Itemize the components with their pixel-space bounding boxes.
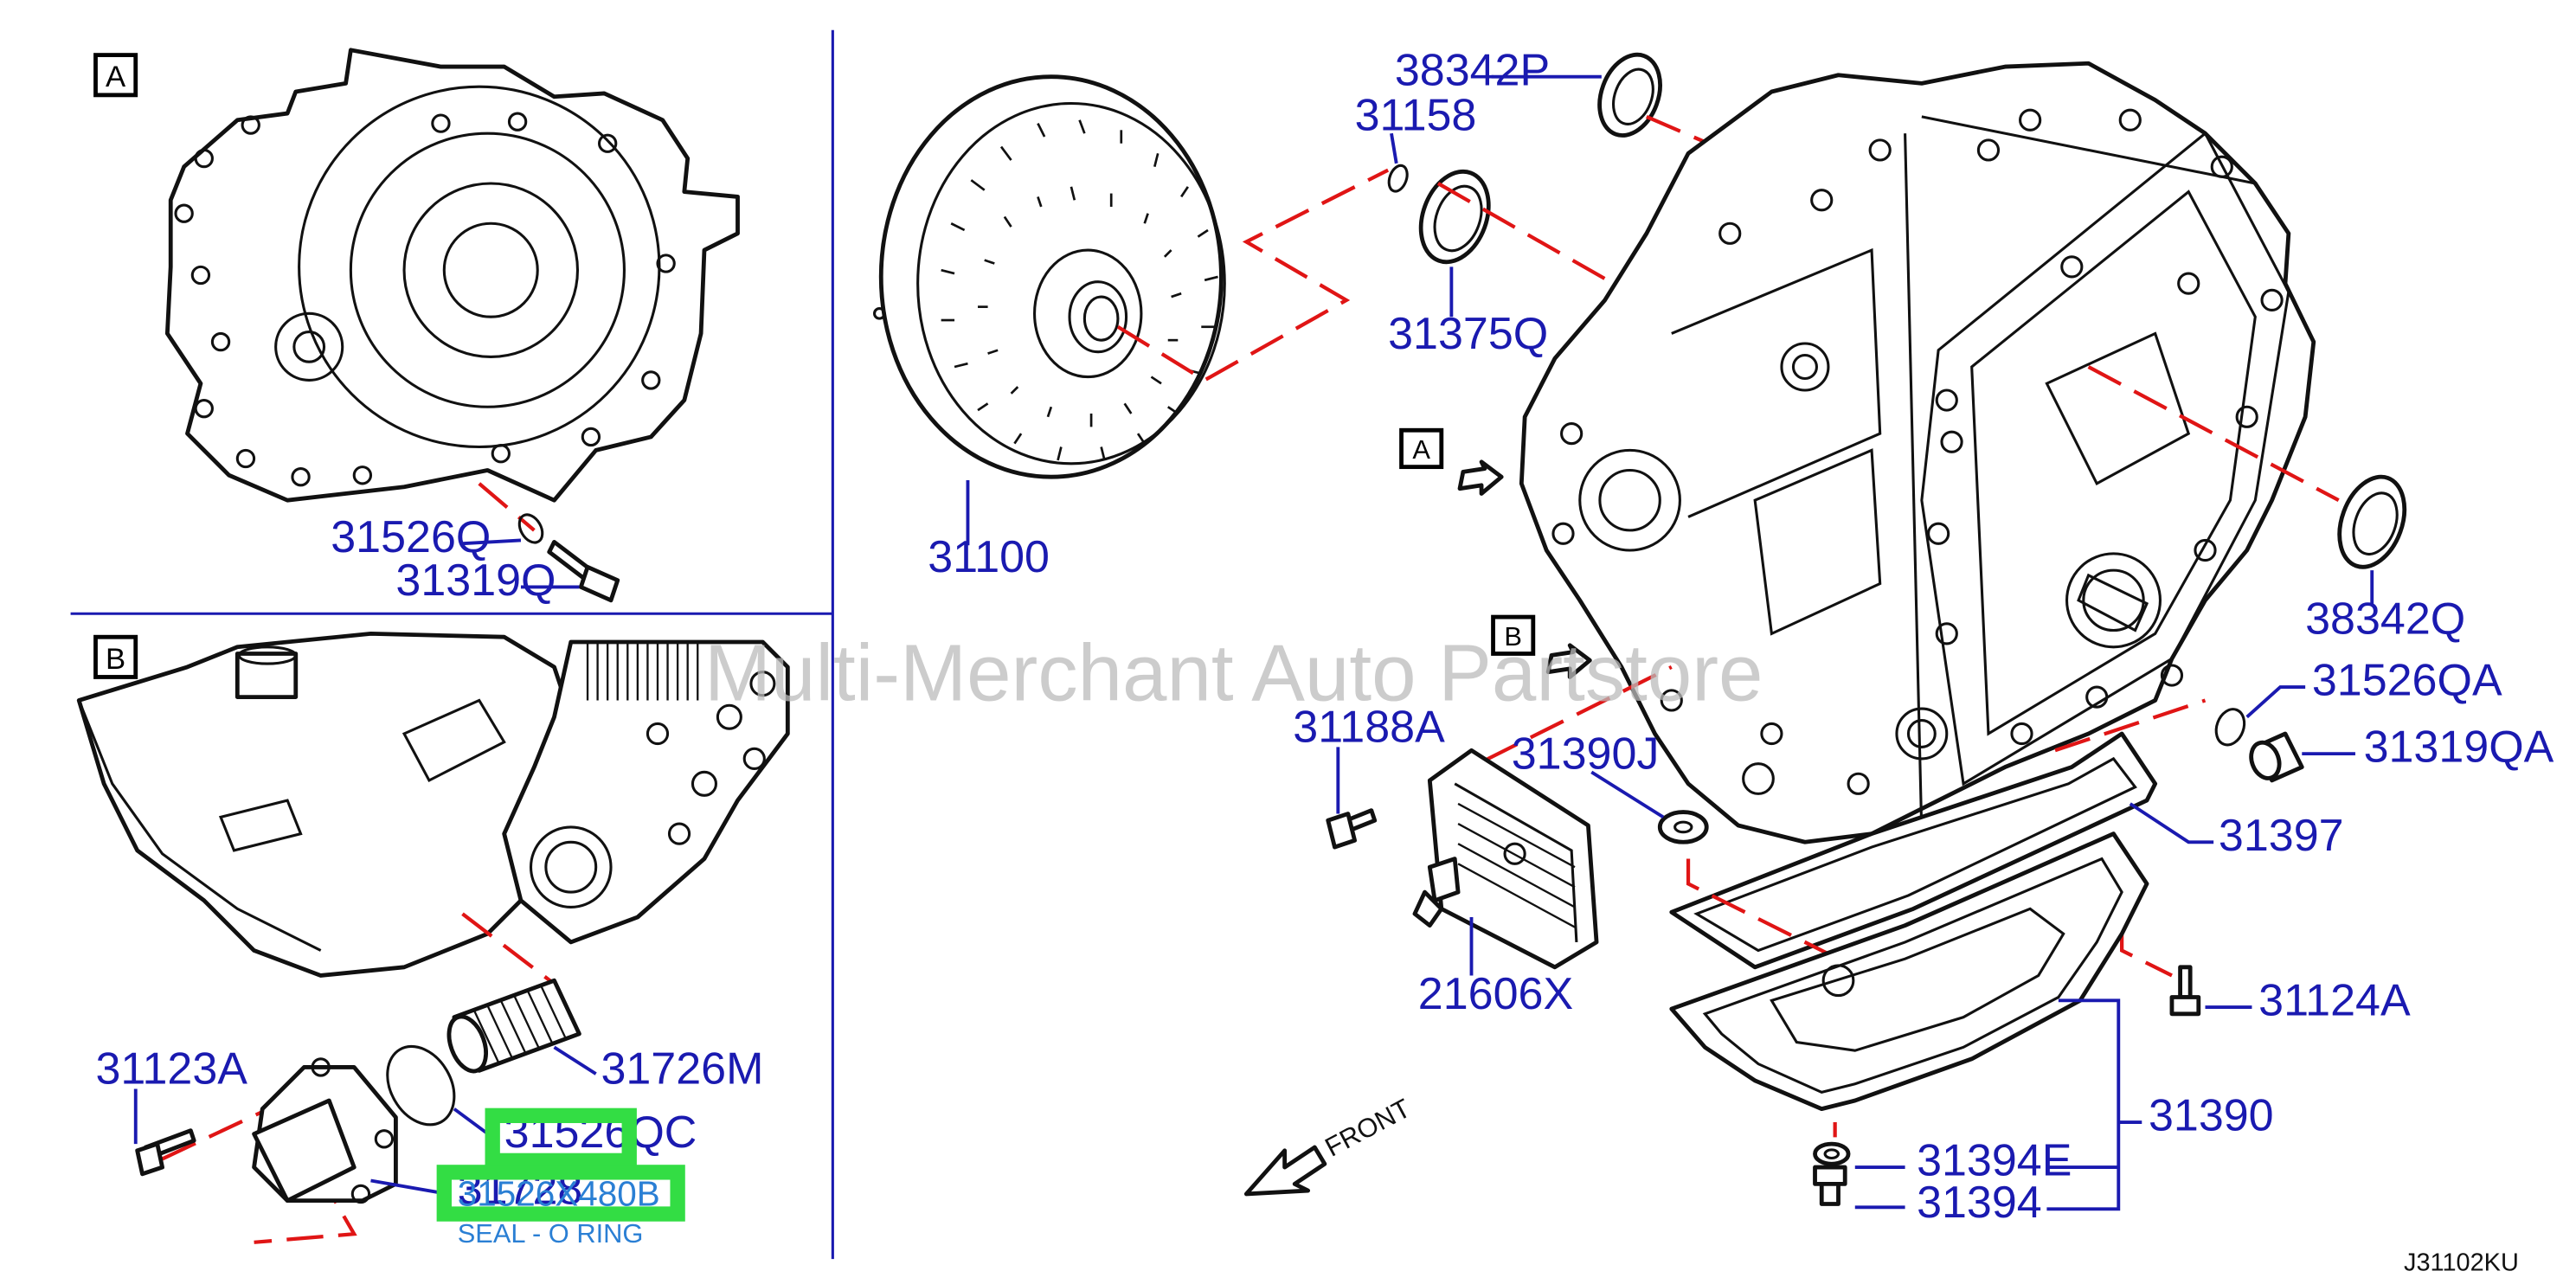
oil-cooler-21606x bbox=[1412, 748, 1599, 970]
oil-seal-31375q bbox=[1418, 169, 1491, 265]
highlight-box-31526qc bbox=[485, 1107, 637, 1169]
torque-converter-31100 bbox=[872, 74, 1226, 479]
guide-line-pan-left bbox=[1686, 858, 1890, 985]
guide-line-view-b-filter bbox=[461, 912, 556, 985]
callout-31124a: 31124A bbox=[2258, 976, 2411, 1026]
guide-line-38342q bbox=[2087, 365, 2340, 503]
view-b-arrow-icon bbox=[1545, 643, 1592, 679]
highlight-box-part-number bbox=[436, 1165, 685, 1222]
front-label: FRONT bbox=[1320, 1093, 1415, 1163]
bolt-31319q bbox=[547, 539, 620, 603]
callout-31526qa: 31526QA bbox=[2312, 656, 2502, 706]
guide-line-cooler bbox=[1437, 665, 1673, 786]
bolt-31123a bbox=[135, 1128, 196, 1177]
guide-line-31526qa bbox=[2054, 698, 2207, 753]
view-a-label: A bbox=[106, 61, 126, 93]
callout-31394: 31394 bbox=[1917, 1178, 2042, 1228]
callout-31319qa: 31319QA bbox=[2364, 722, 2554, 773]
callout-31319q: 31319Q bbox=[395, 555, 556, 606]
oil-pan-31390 bbox=[1669, 831, 2149, 1112]
guide-line-31526q bbox=[478, 482, 536, 532]
view-a-pointer-label: A bbox=[1412, 434, 1430, 465]
callout-31394e: 31394E bbox=[1917, 1136, 2072, 1186]
filter-cover-31728 bbox=[252, 1057, 398, 1204]
view-a-arrow-icon bbox=[1457, 459, 1504, 496]
guide-line-converter bbox=[1116, 168, 1390, 382]
guide-line-view-b-cover bbox=[161, 1101, 357, 1244]
callout-31123a: 31123A bbox=[96, 1044, 248, 1095]
callout-38342q: 38342Q bbox=[2305, 594, 2465, 644]
transmission-case bbox=[1519, 61, 2316, 844]
callout-31526q: 31526Q bbox=[331, 512, 491, 562]
view-b-pointer-label: B bbox=[1504, 621, 1522, 652]
view-b-label-box bbox=[93, 634, 138, 679]
view-b-pointer-box bbox=[1491, 614, 1536, 656]
o-ring-31526qc bbox=[386, 1044, 456, 1127]
view-a-pointer-box bbox=[1399, 427, 1444, 470]
callout-31158: 31158 bbox=[1355, 90, 1477, 140]
bolt-31188a bbox=[1326, 808, 1378, 850]
oil-pan-gasket-31397 bbox=[1669, 731, 2158, 970]
transmission-housing-view-b bbox=[76, 631, 790, 978]
drain-plug-31319qa bbox=[2249, 731, 2304, 783]
callout-31375q: 31375Q bbox=[1388, 309, 1548, 359]
o-ring-31158 bbox=[1387, 164, 1409, 193]
highlight-part-number: 31526X480B bbox=[458, 1173, 660, 1213]
oil-seal-38342q bbox=[2337, 474, 2407, 569]
oil-seal-38342p bbox=[1597, 52, 1662, 138]
bolt-31124a bbox=[2169, 965, 2201, 1017]
callout-31100: 31100 bbox=[928, 532, 1050, 582]
transmission-housing-view-a bbox=[164, 48, 740, 503]
drain-washer-31394e bbox=[1813, 1141, 1851, 1166]
callout-38342p: 38342P bbox=[1395, 45, 1550, 95]
front-arrow-icon bbox=[1243, 1145, 1327, 1197]
guide-line-pan-right bbox=[2120, 925, 2173, 978]
callout-31390: 31390 bbox=[2149, 1091, 2274, 1141]
callout-31188a: 31188A bbox=[1293, 703, 1445, 753]
watermark: Multi-Merchant Auto Partstore bbox=[704, 627, 1763, 717]
callout-31726m: 31726M bbox=[601, 1044, 763, 1095]
highlight-description: SEAL - O RING bbox=[458, 1218, 644, 1249]
callout-31390j: 31390J bbox=[1512, 729, 1660, 779]
callout-21606x: 21606X bbox=[1418, 969, 1573, 1019]
callout-31397: 31397 bbox=[2219, 811, 2344, 861]
view-a-label-box bbox=[93, 53, 138, 98]
oil-filter-31726m bbox=[446, 978, 581, 1074]
drain-plug-31394 bbox=[1813, 1165, 1847, 1206]
washer-31390j bbox=[1657, 810, 1709, 844]
o-ring-31526q bbox=[517, 513, 544, 544]
o-ring-31526qa bbox=[2214, 708, 2246, 747]
view-b-label: B bbox=[106, 643, 125, 676]
diagram-code: J31102KU bbox=[2404, 1249, 2519, 1277]
